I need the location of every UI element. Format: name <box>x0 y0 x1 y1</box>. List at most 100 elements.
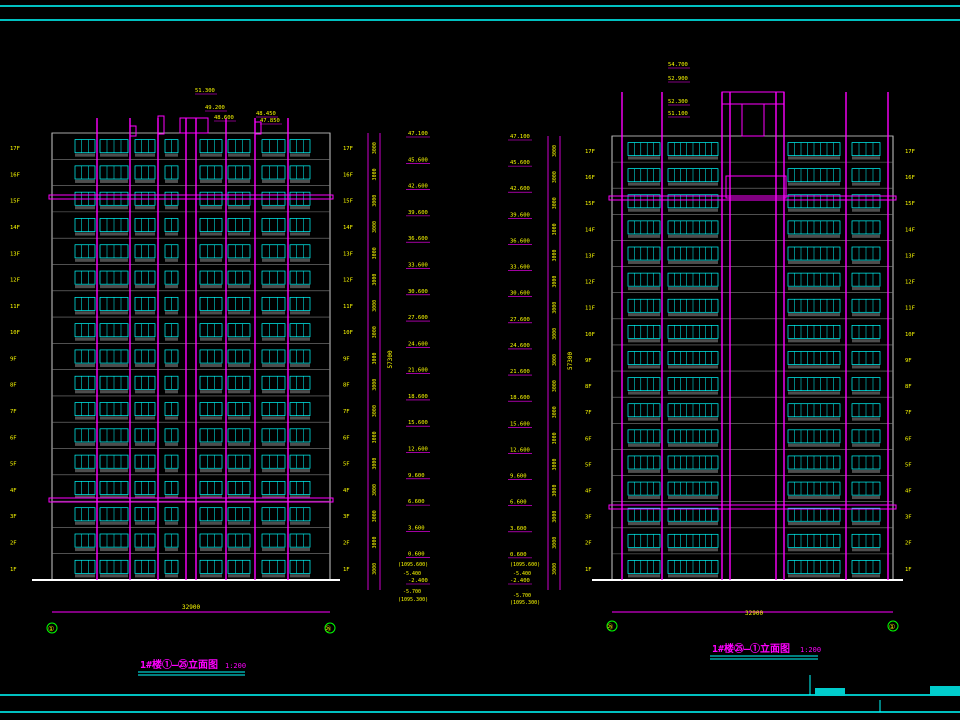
balcony-rail <box>135 574 155 578</box>
elevation-label: 0.600 <box>510 552 527 558</box>
total-height-dim: 57300 <box>567 352 574 370</box>
balcony-rail <box>100 547 128 552</box>
floor-label: 8F <box>10 383 17 389</box>
balcony-rail <box>228 284 250 289</box>
balcony-rail <box>200 495 222 499</box>
balcony-rail <box>228 311 250 315</box>
title-block-fragment <box>809 675 960 712</box>
balcony-rail <box>668 469 718 473</box>
window <box>289 296 311 311</box>
balcony-rail <box>262 284 285 289</box>
floor-dim: 3000 <box>372 326 378 338</box>
floor-dim: 3000 <box>372 352 378 364</box>
window <box>627 194 661 209</box>
balcony-rail <box>788 234 840 238</box>
floor-label-inner: 17F <box>905 149 915 155</box>
balcony-rail <box>262 363 285 368</box>
balcony-rail <box>262 390 285 394</box>
window <box>134 139 156 154</box>
window <box>289 323 311 338</box>
elevation-label: 9.600 <box>510 474 527 480</box>
floor-label-inner: 6F <box>343 435 350 441</box>
window <box>289 218 311 232</box>
balcony-rail <box>262 442 285 446</box>
balcony-rail <box>75 284 95 289</box>
window <box>134 402 156 417</box>
balcony-rail <box>788 286 840 291</box>
floor-label-inner: 4F <box>343 488 350 494</box>
floor-label: 1F <box>585 567 592 573</box>
balcony-rail <box>628 234 660 238</box>
floor-dim: 3000 <box>552 249 558 261</box>
window <box>289 507 311 522</box>
window <box>261 402 286 417</box>
window <box>289 244 311 259</box>
floor-label-inner: 9F <box>343 356 350 362</box>
balcony-rail <box>262 206 285 210</box>
elevation-label: -2.400 <box>510 578 530 584</box>
window <box>199 296 223 311</box>
balcony-rail <box>135 206 155 210</box>
balcony-rail <box>262 232 285 236</box>
floor-dim: 3000 <box>372 510 378 522</box>
left-elevation-title: 1#楼①—㉕立面图 1:200 <box>138 658 246 676</box>
balcony-rail <box>788 313 840 317</box>
balcony-rail <box>228 179 250 183</box>
balcony-rail <box>290 311 310 315</box>
floor-label-inner: 12F <box>905 280 915 286</box>
balcony-rail <box>200 390 222 394</box>
floor-label-inner: 16F <box>343 172 353 178</box>
bottom-elevation-label: -5.700 <box>403 589 421 595</box>
floor-dim: 3000 <box>552 511 558 523</box>
left-dimension-line: 32900 ① ㉕ <box>46 604 336 634</box>
elevation-label: 30.600 <box>510 291 530 297</box>
balcony-rail <box>788 182 840 186</box>
floor-label: 4F <box>10 488 17 494</box>
window <box>227 375 251 390</box>
window <box>134 507 156 522</box>
floor-label: 17F <box>10 146 20 152</box>
window <box>74 402 96 417</box>
roof-structure <box>179 117 209 134</box>
balcony-rail <box>200 284 222 289</box>
floor-label-inner: 5F <box>343 462 350 468</box>
floor-dim: 3000 <box>552 302 558 314</box>
balcony-rail <box>628 574 660 578</box>
balcony-rail <box>668 391 718 395</box>
balcony-rail <box>668 286 718 291</box>
window <box>261 139 286 154</box>
top-elevation-label: 52.900 <box>668 76 688 82</box>
balcony-rail <box>262 574 285 578</box>
floor-label-inner: 4F <box>905 489 912 495</box>
floor-dim: 3000 <box>372 563 378 575</box>
balcony-rail <box>100 153 128 157</box>
right-axis-right: ① <box>889 623 895 631</box>
window <box>261 323 286 338</box>
elevation-label: 47.100 <box>510 134 530 140</box>
floor-dim: 3000 <box>552 563 558 575</box>
balcony-rail <box>290 547 310 552</box>
window <box>134 428 156 443</box>
balcony-rail <box>788 260 840 264</box>
balcony-rail <box>668 260 718 264</box>
window <box>261 349 286 364</box>
floor-label: 12F <box>10 278 20 284</box>
balcony-rail <box>852 391 880 395</box>
floor-label: 10F <box>10 330 20 336</box>
floor-label-inner: 15F <box>343 199 353 205</box>
bottom-elevation-label: -5.400 <box>513 571 531 577</box>
balcony-rail <box>165 363 178 368</box>
balcony-rail <box>228 574 250 578</box>
floor-dim: 3000 <box>372 195 378 207</box>
elevation-label: -2.400 <box>408 578 428 584</box>
window <box>227 218 251 232</box>
floor-label-inner: 16F <box>905 175 915 181</box>
balcony-rail <box>852 574 880 578</box>
window <box>227 454 251 469</box>
balcony-rail <box>262 311 285 315</box>
floor-label: 6F <box>585 436 592 442</box>
balcony-rail <box>628 469 660 473</box>
balcony-rail <box>668 417 718 421</box>
balcony-rail <box>788 365 840 369</box>
